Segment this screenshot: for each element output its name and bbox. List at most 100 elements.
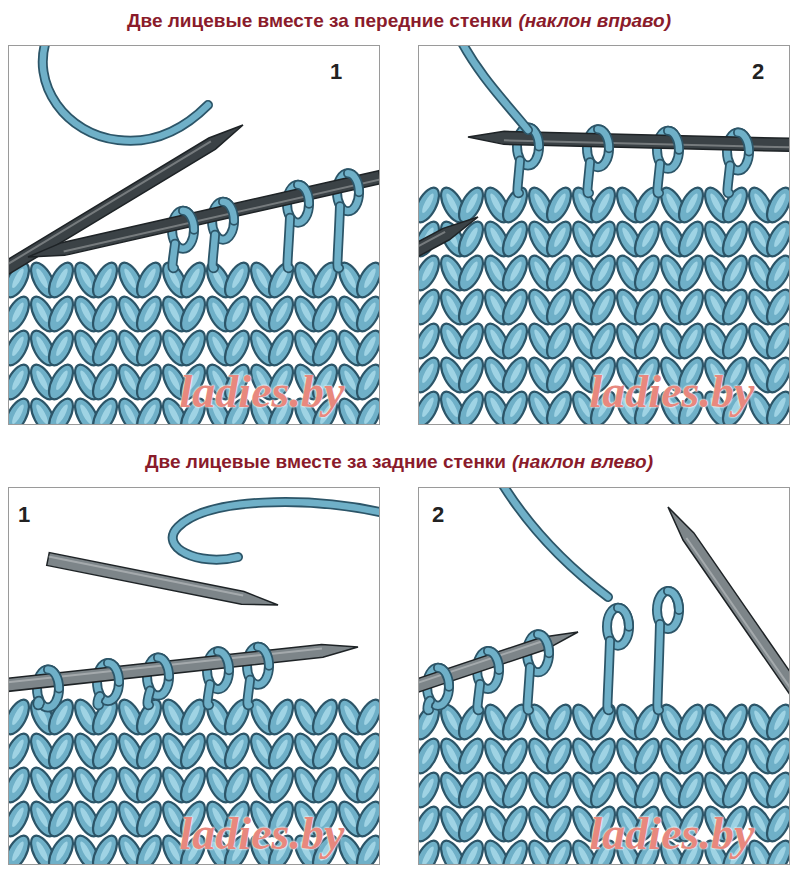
stitch-leg bbox=[132, 361, 166, 403]
stitch-shine bbox=[640, 260, 656, 282]
stitch-shine bbox=[318, 335, 334, 357]
stitch-leg bbox=[44, 395, 78, 425]
stitch-shine bbox=[576, 294, 592, 316]
stitch-shine bbox=[420, 260, 436, 282]
stitch-leg bbox=[88, 327, 122, 369]
stitch-shine bbox=[10, 403, 26, 425]
stitch-shine bbox=[420, 777, 436, 799]
stitch-leg bbox=[132, 395, 166, 425]
stitch-shine bbox=[166, 335, 182, 357]
stitch-shine bbox=[78, 738, 94, 760]
stitch-leg bbox=[542, 354, 576, 396]
yarn bbox=[298, 185, 309, 204]
stitch-leg bbox=[8, 327, 34, 369]
stitch-shine bbox=[298, 267, 314, 289]
stitch-shine bbox=[34, 267, 50, 289]
stitch-leg bbox=[8, 764, 34, 806]
stitch-shine bbox=[752, 777, 768, 799]
yarn-outline bbox=[258, 647, 269, 666]
stitch-shine bbox=[552, 192, 568, 214]
stitch-leg bbox=[264, 764, 298, 806]
stitch-shine bbox=[122, 738, 138, 760]
stitch-shine bbox=[298, 738, 314, 760]
stitch-shine bbox=[10, 704, 26, 726]
stitch-shine bbox=[596, 192, 612, 214]
stitch-leg bbox=[264, 730, 298, 772]
stitch-shine bbox=[298, 301, 314, 323]
knitting-needle bbox=[668, 507, 790, 706]
yarn bbox=[172, 244, 175, 268]
stitch-shine bbox=[508, 362, 524, 384]
stitch-shine bbox=[142, 301, 158, 323]
stitch-shine bbox=[34, 403, 50, 425]
stitch-shine bbox=[576, 226, 592, 248]
stitch-leg bbox=[418, 769, 444, 811]
knitting-needle bbox=[418, 217, 478, 266]
stitch-leg bbox=[630, 320, 664, 362]
stitch-shine bbox=[142, 840, 158, 862]
stitch-leg bbox=[176, 259, 210, 301]
stitch-shine bbox=[728, 328, 744, 350]
yarn bbox=[657, 164, 660, 193]
stitch-shine bbox=[464, 845, 480, 865]
stitch-leg bbox=[308, 764, 342, 806]
stitch-shine bbox=[620, 260, 636, 282]
stitch-shine bbox=[552, 709, 568, 731]
stitch-leg bbox=[176, 764, 210, 806]
stitch-shine bbox=[166, 772, 182, 794]
panel-ground bbox=[418, 45, 790, 425]
stitch-shine bbox=[664, 709, 680, 731]
stitch-leg bbox=[88, 293, 122, 335]
stitch-leg bbox=[132, 327, 166, 369]
stitch-shine bbox=[54, 335, 70, 357]
stitch-leg bbox=[674, 701, 708, 743]
stitch-shine bbox=[640, 709, 656, 731]
stitch-shine bbox=[122, 267, 138, 289]
stitch-leg bbox=[674, 252, 708, 294]
stitch-leg bbox=[630, 252, 664, 294]
yarn-outline bbox=[438, 668, 449, 687]
stitch-shine bbox=[444, 294, 460, 316]
stitch-shine bbox=[142, 403, 158, 425]
stitch-shine bbox=[98, 840, 114, 862]
stitch-shine bbox=[532, 743, 548, 765]
stitch-shine bbox=[752, 709, 768, 731]
yarn-outline bbox=[657, 624, 660, 710]
stitch-shine bbox=[274, 335, 290, 357]
stitch-leg bbox=[88, 361, 122, 403]
stitch-shine bbox=[420, 294, 436, 316]
stitch-leg bbox=[8, 395, 34, 425]
stitch-shine bbox=[362, 840, 378, 862]
stitch-leg bbox=[542, 218, 576, 260]
stitch-shine bbox=[752, 226, 768, 248]
stitch-shine bbox=[34, 738, 50, 760]
stitch-leg bbox=[88, 730, 122, 772]
stitch-leg bbox=[542, 769, 576, 811]
stitch-shine bbox=[620, 743, 636, 765]
stitch-shine bbox=[664, 777, 680, 799]
stitch-shine bbox=[362, 403, 378, 425]
stitch-leg bbox=[8, 293, 34, 335]
heading-text: (наклон влево) bbox=[512, 451, 653, 474]
yarn-outline bbox=[207, 684, 210, 705]
stitch-shine bbox=[752, 743, 768, 765]
stitch-leg bbox=[498, 837, 532, 865]
stitch-leg bbox=[352, 327, 380, 369]
stitch-leg bbox=[586, 252, 620, 294]
yarn-outline bbox=[173, 502, 380, 560]
stitch-leg bbox=[762, 218, 790, 260]
stitch-leg bbox=[454, 769, 488, 811]
stitch-shine bbox=[274, 738, 290, 760]
stitch-shine bbox=[708, 226, 724, 248]
stitch-shine bbox=[444, 845, 460, 865]
stitch-shine bbox=[420, 396, 436, 418]
stitch-shine bbox=[122, 369, 138, 391]
yarn-outline bbox=[657, 164, 660, 193]
stitch-shine bbox=[684, 743, 700, 765]
stitch-shine bbox=[772, 192, 788, 214]
stitch-shine bbox=[444, 396, 460, 418]
stitch-shine bbox=[444, 362, 460, 384]
stitch-shine bbox=[552, 294, 568, 316]
yarn bbox=[158, 658, 169, 677]
stitch-shine bbox=[342, 267, 358, 289]
